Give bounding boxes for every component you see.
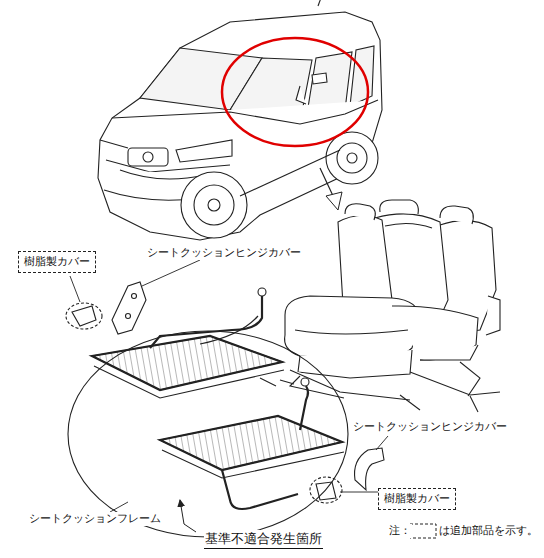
seat-cushion-frame — [92, 288, 344, 509]
leader-line — [70, 276, 80, 302]
car-illustration — [98, 0, 382, 240]
part-name: 樹脂製カバー — [384, 492, 450, 506]
part-name: 樹脂製カバー — [24, 255, 90, 269]
seat-illustration — [285, 200, 500, 412]
part-label: シートクッションヒンジカバー — [352, 420, 508, 434]
part-label: は追加部品を示す。 — [438, 524, 539, 538]
part-label: シートクッションフレーム — [28, 512, 162, 526]
part-label: シートクッションヒンジカバー — [146, 246, 302, 260]
leader-line — [142, 260, 200, 286]
pointer-line — [320, 168, 334, 198]
leader-line — [376, 436, 388, 450]
note-dashed-box — [410, 524, 436, 538]
pointer-arrowhead — [326, 192, 342, 210]
dashed-part-box: 樹脂製カバー — [378, 488, 456, 510]
part-label: 注： — [388, 524, 412, 538]
leader-line — [110, 502, 128, 512]
part-label: 基準不適合発生箇所 — [204, 530, 323, 549]
frame-group-ellipse — [68, 331, 348, 537]
dashed-part-box: 樹脂製カバー — [18, 251, 96, 273]
highlight-ellipse — [222, 38, 368, 146]
leader-arrow — [180, 500, 196, 532]
